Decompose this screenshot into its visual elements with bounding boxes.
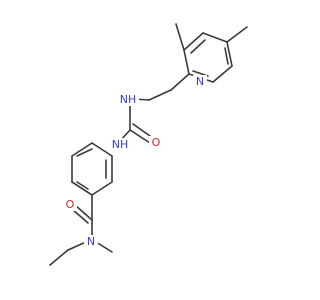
molecule-diagram: N NH NH O O N [49,23,248,266]
atom-label-urea-o: O [152,136,161,149]
bond [226,41,233,67]
bond [183,32,204,51]
bond [91,181,113,196]
methyl-bond [226,26,248,43]
bond [170,73,190,91]
bond [91,142,113,157]
carbonyl-bond [74,204,93,221]
label-bg [84,235,98,248]
bond [71,142,93,157]
molecule-structure: N NH NH O O N [49,23,248,266]
methyl-bond [175,23,185,51]
bond [202,32,228,43]
label-bg [149,136,163,149]
bond [67,241,87,251]
label-bg [117,93,139,106]
carbonyl-bond-double [71,208,89,224]
pyridine-ring [183,32,233,83]
atom-label-nh-lower: NH [112,138,129,151]
bond [71,181,93,196]
atom-label-amide-n: N [87,235,95,248]
bond [148,89,172,101]
atom-label-amide-o: O [66,198,75,211]
benzene-ring [71,142,113,196]
bond [212,65,233,83]
bond [183,49,190,75]
bond-double [76,181,89,190]
bond-double [224,47,229,65]
label-bg [63,198,77,211]
label-bg [193,75,207,88]
bond-double [190,39,206,54]
label-bg [109,138,131,151]
atom-labels: N NH NH O O N [63,75,207,248]
atom-label-pyridine-n: N [196,75,204,88]
bond-double [132,123,151,137]
bond-double [76,148,93,157]
bond [49,249,69,266]
atom-label-nh-upper: NH [120,93,137,106]
methyl-bond [95,241,113,253]
bond [129,129,151,144]
